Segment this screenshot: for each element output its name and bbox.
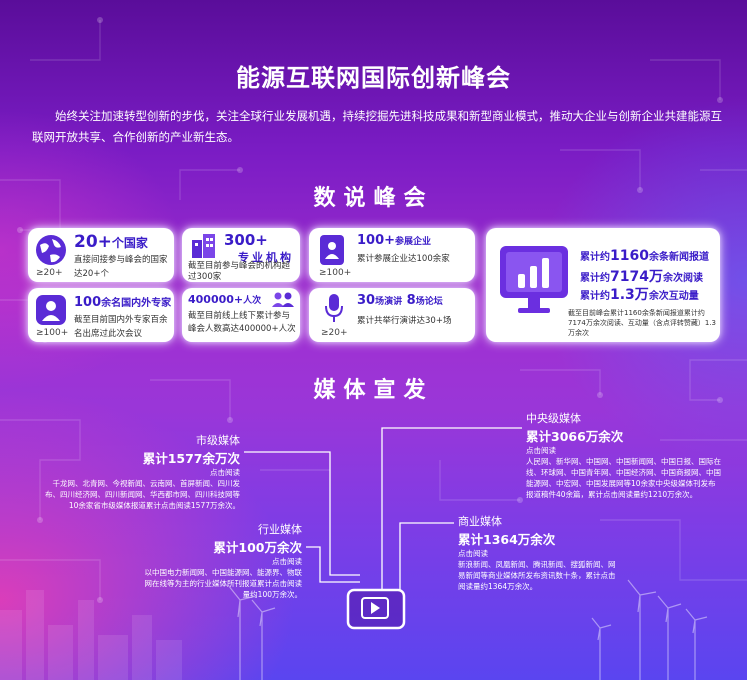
countries-geq: ≥20+ [36, 268, 63, 278]
card-speeches: ≥20+ 30场演讲 8场论坛 累计共举行演讲达30+场 [309, 288, 475, 342]
institutions-number: 300+ 专业机构 [224, 232, 294, 266]
attendees-unit: 人次 [243, 296, 262, 306]
countries-num: 20+ [74, 232, 112, 252]
card-institutions: 300+ 专业机构 截至目前参与峰会的机构超过300家 [182, 228, 300, 282]
city-sub: 点击阅读 [210, 468, 240, 477]
industry-sub: 点击阅读 [272, 557, 302, 566]
countries-desc: 直接间接参与峰会的国家达20+个 [74, 255, 168, 279]
card-news: 累计约1160余条新闻报道 累计约7174万余次阅读 累计约1.3万余次互动量 … [486, 228, 720, 342]
forums-count: 8 [406, 293, 416, 308]
intro-paragraph: 始终关注加速转型创新的步伐，关注全球行业发展机遇，持续挖掘先进科技成果和新型商业… [32, 109, 722, 144]
person-icon [36, 295, 66, 325]
speeches-desc: 累计共举行演讲达30+场 [357, 316, 452, 326]
contact-book-icon [320, 235, 344, 265]
media-section-title: 媒体宣发 [313, 378, 434, 403]
media-industry: 行业媒体 累计100万余次 点击阅读 以中国电力新闻网、中国能源网、能源界、物联… [140, 521, 303, 600]
industry-label: 行业媒体 [258, 523, 302, 536]
speeches-unit: 场演讲 [375, 297, 403, 307]
speeches-count: 30 [357, 293, 376, 308]
news-l1-value: 1160 [610, 248, 649, 264]
building-icon [192, 234, 215, 258]
central-sub: 点击阅读 [526, 446, 556, 455]
card-countries: ≥20+ 20+个国家 直接间接参与峰会的国家达20+个 [28, 228, 174, 282]
media-central: 中央级媒体 累计3066万余次 点击阅读 人民网、新华网、中国网、中国新闻网、中… [526, 410, 722, 500]
monitor-chart-icon [500, 246, 568, 313]
city-label: 市级媒体 [196, 434, 240, 447]
institutions-desc: 截至目前参与峰会的机构超过300家 [188, 261, 291, 282]
industry-total: 累计100万余次 [213, 540, 302, 555]
attendees-number: 400000+人次 [188, 293, 261, 306]
city-total: 累计1577余万次 [142, 451, 240, 466]
countries-number: 20+个国家 [74, 232, 148, 252]
news-l2-suffix: 余次阅读 [662, 273, 703, 284]
news-l3-prefix: 累计约 [580, 291, 610, 302]
commercial-total: 累计1364万余次 [458, 532, 556, 547]
commercial-label: 商业媒体 [458, 515, 502, 528]
experts-geq: ≥100+ [36, 328, 69, 338]
speeches-geq: ≥20+ [321, 328, 348, 338]
card-companies: ≥100+ 100+参展企业 累计参展企业达100余家 [309, 228, 475, 282]
card-experts: ≥100+ 100余名国内外专家 截至目前国内外专家百余名出席过此次会议 [28, 288, 174, 342]
central-label: 中央级媒体 [526, 412, 581, 425]
news-l3-suffix: 余次互动量 [648, 291, 699, 302]
industry-body: 以中国电力新闻网、中国能源网、能源界、物联网在线等为主的行业媒体所刊报道累计点击… [144, 568, 303, 599]
companies-unit: 参展企业 [395, 237, 432, 247]
media-commercial: 商业媒体 累计1364万余次 点击阅读 新浪新闻、凤凰新闻、腾讯新闻、搜狐新闻、… [458, 513, 618, 592]
news-line-2: 累计约7174万余次阅读 [580, 266, 703, 286]
institutions-unit: 专业机构 [238, 251, 294, 264]
card-attendees: 400000+人次 截至目前线上线下累计参与峰会人数高达400000+人次 [182, 288, 300, 342]
microphone-icon [325, 294, 343, 322]
companies-desc: 累计参展企业达100余家 [357, 254, 450, 264]
news-l1-suffix: 余条新闻报道 [648, 252, 709, 263]
experts-num: 100 [74, 295, 102, 310]
city-body: 千龙网、北青网、今视新闻、云南网、首屏新闻、四川发布、四川经济网、四川新闻网、华… [45, 479, 240, 510]
page-title: 能源互联网国际创新峰会 [236, 64, 511, 92]
companies-geq: ≥100+ [319, 268, 352, 278]
central-body: 人民网、新华网、中国网、中国新闻网、中国日报、国际在线、环球网、中国青年网、中国… [526, 457, 721, 499]
experts-unit: 余名国内外专家 [101, 298, 172, 309]
media-city: 市级媒体 累计1577余万次 点击阅读 千龙网、北青网、今视新闻、云南网、首屏新… [44, 432, 240, 511]
news-line-3: 累计约1.3万余次互动量 [580, 284, 699, 304]
speeches-number: 30场演讲 8场论坛 [357, 293, 443, 308]
attendees-num: 400000+ [188, 293, 244, 306]
news-l3-value: 1.3万 [610, 287, 649, 303]
attendees-desc: 截至目前线上线下累计参与峰会人数高达400000+人次 [188, 311, 296, 334]
commercial-sub: 点击阅读 [458, 549, 488, 558]
news-l1-prefix: 累计约 [580, 252, 610, 263]
globe-icon [36, 235, 66, 265]
commercial-body: 新浪新闻、凤凰新闻、腾讯新闻、搜狐新闻、网易新闻等商业媒体所发布资讯数十条，累计… [458, 560, 616, 591]
forums-unit: 场论坛 [415, 297, 443, 307]
stats-section-title: 数说峰会 [313, 186, 434, 211]
news-desc: 截至目前峰会累计1160余条新闻报道累计约7174万余次阅读、互动量（含点评转赞… [568, 309, 716, 337]
experts-number: 100余名国内外专家 [74, 294, 171, 310]
experts-desc: 截至目前国内外专家百余名出席过此次会议 [74, 315, 168, 339]
countries-unit: 个国家 [111, 236, 148, 250]
news-l2-prefix: 累计约 [580, 273, 610, 284]
video-player-icon [346, 588, 406, 630]
institutions-num: 300+ [224, 231, 268, 249]
news-line-1: 累计约1160余条新闻报道 [580, 248, 709, 264]
news-l2-value: 7174万 [610, 269, 663, 285]
companies-number: 100+参展企业 [357, 233, 431, 248]
companies-num: 100+ [357, 233, 396, 248]
group-icon [272, 292, 294, 307]
central-total: 累计3066万余次 [526, 429, 624, 444]
